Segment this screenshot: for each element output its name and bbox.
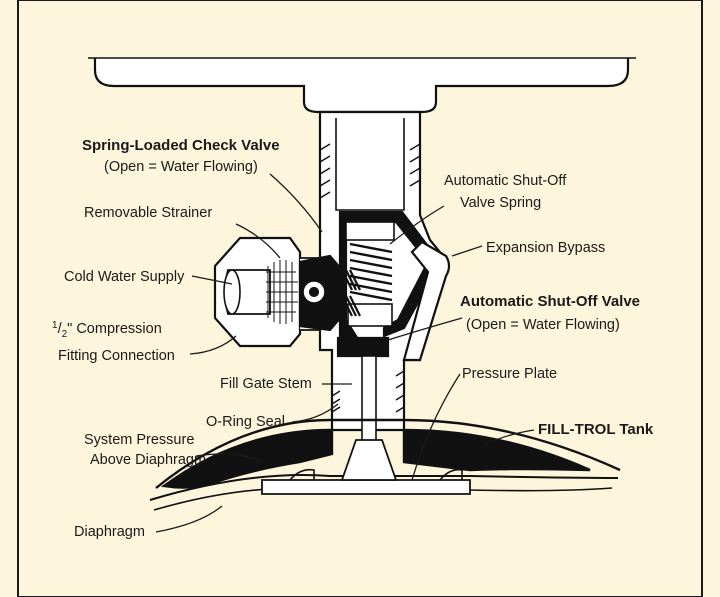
label-removable-strainer: Removable Strainer — [84, 205, 212, 221]
label-check-valve-title: Spring-Loaded Check Valve — [82, 137, 280, 154]
compression-text: " Compression — [67, 321, 162, 337]
label-system-pressure-1: System Pressure — [84, 432, 194, 448]
label-system-pressure-2: Above Diaphragm — [90, 452, 206, 468]
label-shutoff-spring-2: Valve Spring — [460, 195, 541, 211]
label-cold-water-supply: Cold Water Supply — [64, 269, 185, 285]
label-shutoff-valve-sub: (Open = Water Flowing) — [466, 317, 620, 333]
fraction-slash: / — [58, 321, 63, 337]
fraction-numerator: 1 — [52, 320, 58, 331]
label-diaphragm: Diaphragm — [74, 524, 145, 540]
frame-border — [17, 0, 703, 597]
label-fitting-connection: Fitting Connection — [58, 348, 175, 364]
label-check-valve-sub: (Open = Water Flowing) — [104, 159, 258, 175]
label-fill-gate-stem: Fill Gate Stem — [220, 376, 312, 392]
label-o-ring-seal: O-Ring Seal — [206, 414, 285, 430]
fill-trol-tank — [149, 418, 621, 511]
labels: Spring-Loaded Check Valve (Open = Water … — [52, 137, 654, 540]
label-expansion-bypass: Expansion Bypass — [486, 240, 605, 256]
fraction-denominator: 2 — [62, 329, 68, 340]
label-shutoff-valve-title: Automatic Shut-Off Valve — [460, 293, 640, 310]
label-fill-trol-tank: FILL-TROL Tank — [538, 421, 654, 438]
label-pressure-plate: Pressure Plate — [462, 366, 557, 382]
label-compression-fitting: 1/2" Compression — [52, 320, 162, 340]
expansion-bypass-tube — [402, 240, 451, 362]
leader-lines — [155, 173, 535, 533]
supply-fitting — [213, 236, 361, 348]
label-shutoff-spring-1: Automatic Shut-Off — [444, 173, 567, 189]
